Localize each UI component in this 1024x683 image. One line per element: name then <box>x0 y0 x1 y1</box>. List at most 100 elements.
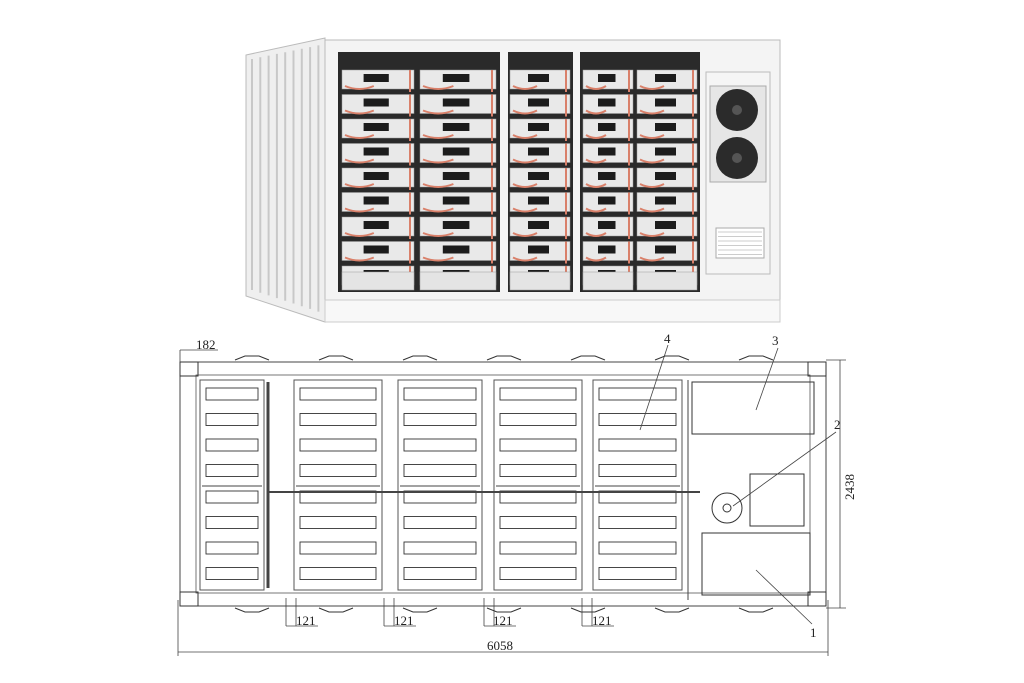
module-display <box>528 172 549 180</box>
battery-pack <box>598 387 677 401</box>
module-display <box>655 172 676 180</box>
module-cable <box>585 256 607 262</box>
module-cable <box>512 158 538 164</box>
module-cable <box>585 207 607 213</box>
module-cable <box>344 183 375 188</box>
module-display <box>598 172 616 180</box>
component-box <box>749 473 805 527</box>
battery-pack <box>205 438 259 452</box>
rail-bracket <box>738 607 774 613</box>
battery-column <box>397 379 483 591</box>
leader-3 <box>755 347 779 411</box>
rail-bracket <box>486 607 522 613</box>
module-cable <box>639 207 665 213</box>
rail-bracket <box>654 355 690 361</box>
battery-pack <box>499 387 577 401</box>
module-cable <box>512 207 538 213</box>
module-display <box>363 221 389 229</box>
battery-pack <box>598 464 677 477</box>
module-cable <box>585 134 607 139</box>
battery-pack <box>205 490 259 504</box>
leader-1 <box>755 569 813 625</box>
module-cable <box>585 183 607 188</box>
module-display <box>655 147 676 156</box>
rail-bracket <box>402 355 438 361</box>
component-1 <box>701 532 811 596</box>
bottom-rail <box>324 299 781 323</box>
module-cable <box>585 85 607 90</box>
module-display <box>655 98 676 107</box>
battery-pack <box>598 516 677 529</box>
corner-casting <box>807 591 827 607</box>
rail-bracket <box>234 607 270 613</box>
battery-pack <box>299 464 377 477</box>
component-2-pump <box>711 492 743 524</box>
component-3 <box>691 381 815 435</box>
module-display <box>655 196 676 205</box>
module-cable <box>422 183 454 188</box>
battery-pack <box>499 464 577 477</box>
module-display <box>598 98 616 107</box>
module-display <box>363 98 389 107</box>
module-cable <box>422 207 454 213</box>
module-cable <box>422 232 454 237</box>
battery-pack <box>499 413 577 426</box>
louver-vent <box>715 227 765 259</box>
module-display <box>363 147 389 156</box>
module-cable <box>344 207 375 213</box>
module-cable <box>512 256 538 262</box>
module-display <box>598 245 616 254</box>
module-display <box>655 221 676 229</box>
dim-121-b: 121 <box>394 613 414 628</box>
module-cable <box>639 232 665 237</box>
module-cable <box>344 134 375 139</box>
battery-pack <box>499 516 577 529</box>
battery-pack <box>205 413 259 426</box>
container-outline <box>179 361 827 607</box>
module-cable <box>512 109 538 115</box>
battery-pack <box>499 567 577 580</box>
battery-pack <box>205 567 259 580</box>
rail-bracket <box>738 355 774 361</box>
module-display <box>598 221 616 229</box>
rack-controller <box>341 271 415 291</box>
module-cable <box>512 134 538 139</box>
battery-pack <box>299 387 377 401</box>
module-display <box>363 123 389 131</box>
callout-1: 1 <box>810 625 817 640</box>
module-cable <box>585 109 607 115</box>
fan-hub <box>732 153 742 163</box>
dim-121-d: 121 <box>592 613 612 628</box>
module-cable <box>344 85 375 90</box>
battery-pack <box>299 541 377 555</box>
pump-core <box>722 503 732 513</box>
module-display <box>528 221 549 229</box>
battery-pack <box>403 567 477 580</box>
battery-pack <box>299 438 377 452</box>
callout-2: 2 <box>834 417 841 432</box>
module-cable <box>344 158 375 164</box>
module-display <box>598 123 616 131</box>
container-render <box>245 37 781 323</box>
battery-pack <box>499 438 577 452</box>
battery-pack <box>403 541 477 555</box>
leader-4 <box>639 344 669 431</box>
battery-pack <box>205 541 259 555</box>
rail-bracket <box>402 607 438 613</box>
module-display <box>363 196 389 205</box>
module-cable <box>422 109 454 115</box>
module-display <box>363 74 389 82</box>
module-display <box>442 98 470 107</box>
battery-pack <box>299 413 377 426</box>
module-cable <box>639 158 665 164</box>
module-display <box>655 74 676 82</box>
module-cable <box>344 109 375 115</box>
battery-pack <box>299 516 377 529</box>
module-display <box>598 74 616 82</box>
module-display <box>442 172 470 180</box>
module-cable <box>512 183 538 188</box>
module-cable <box>422 134 454 139</box>
module-display <box>442 123 470 131</box>
callout-4: 4 <box>664 331 671 346</box>
battery-pack <box>499 541 577 555</box>
